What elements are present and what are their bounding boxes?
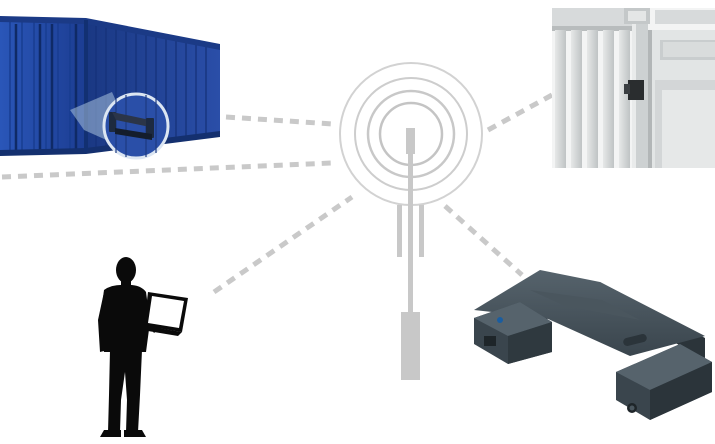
gate-fence-icon — [552, 8, 715, 168]
person-with-laptop-icon — [98, 257, 188, 437]
link-container-upper — [225, 114, 334, 127]
shipping-container-icon — [0, 16, 220, 160]
connection-links — [1, 92, 554, 295]
link-container-lower — [1, 160, 333, 180]
link-device — [443, 204, 524, 277]
tracking-device-icon — [474, 270, 712, 420]
link-operator — [212, 194, 354, 295]
link-gate — [486, 92, 554, 133]
radio-antenna-icon — [339, 62, 483, 380]
